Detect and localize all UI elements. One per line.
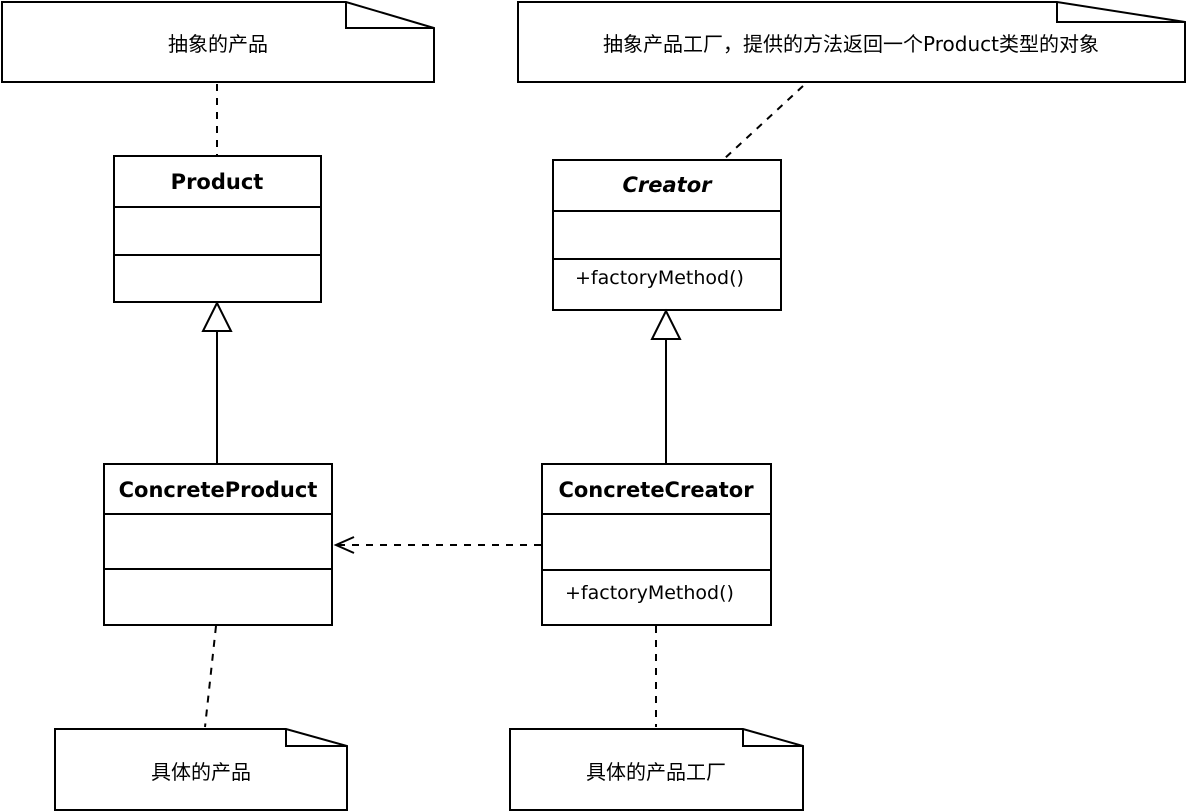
note-concrete-product-text: 具体的产品 [151,760,251,784]
note-abstract-factory-text: 抽象产品工厂，提供的方法返回一个Product类型的对象 [603,32,1099,56]
dependency-creates [333,536,541,554]
class-creator-name: Creator [622,173,713,197]
inheritance-creator [650,308,682,463]
class-creator-method: +factoryMethod() [575,267,744,289]
inheritance-arrowhead [650,308,682,340]
class-concrete-creator[interactable]: ConcreteCreator +factoryMethod() [541,463,772,626]
inheritance-arrowhead [201,300,233,332]
class-concrete-creator-name: ConcreteCreator [558,478,754,502]
note-concrete-factory[interactable]: 具体的产品工厂 [509,728,804,811]
note-link-creator [723,85,804,160]
note-link-concrete-product [204,625,217,728]
dependency-arrowhead [333,536,355,554]
note-abstract-factory[interactable]: 抽象产品工厂，提供的方法返回一个Product类型的对象 [517,0,1186,83]
class-product[interactable]: Product [113,155,322,303]
class-concrete-product[interactable]: ConcreteProduct [103,463,333,626]
class-product-name: Product [171,170,264,194]
inheritance-product [201,300,233,463]
class-concrete-creator-method: +factoryMethod() [565,582,734,604]
note-abstract-product-text: 抽象的产品 [168,32,268,56]
class-concrete-product-name: ConcreteProduct [119,478,318,502]
class-creator[interactable]: Creator +factoryMethod() [552,159,782,311]
note-abstract-product[interactable]: 抽象的产品 [1,1,435,83]
note-concrete-factory-text: 具体的产品工厂 [586,760,726,784]
note-concrete-product[interactable]: 具体的产品 [54,728,348,811]
